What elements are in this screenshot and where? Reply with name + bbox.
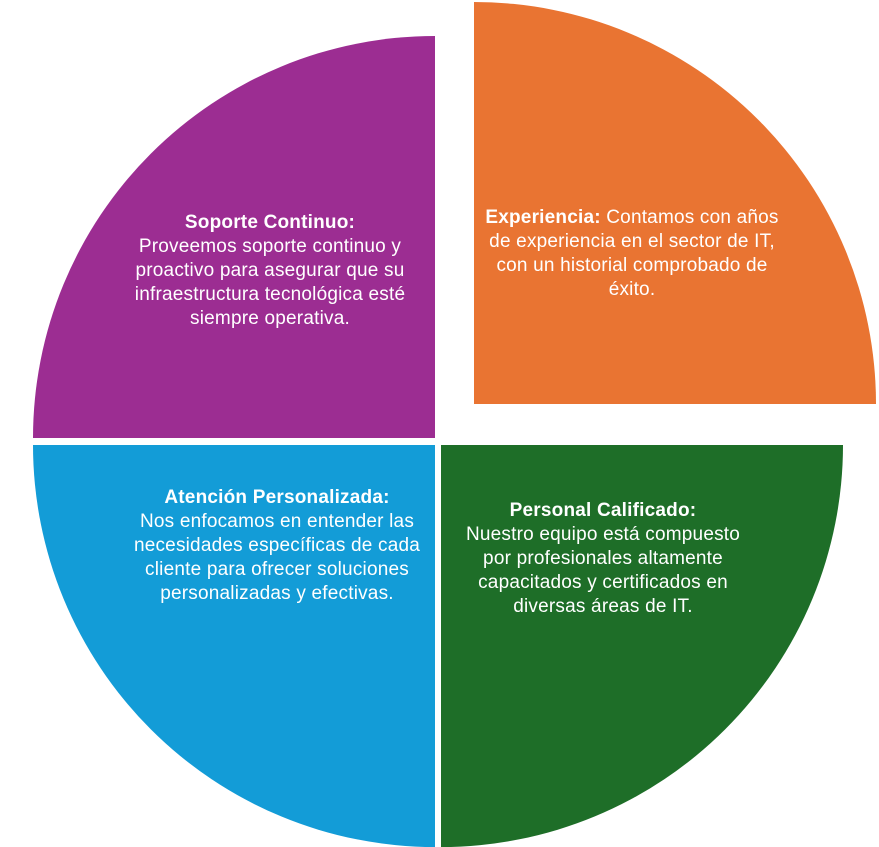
quadrant-atencion-personalizada <box>33 445 435 847</box>
atencion-personalizada-text: Atención Personalizada: Nos enfocamos en… <box>122 486 432 606</box>
atencion-personalizada-title: Atención Personalizada: <box>164 487 390 508</box>
quadrant-personal-calificado <box>441 445 843 847</box>
quadrant-soporte-continuo <box>33 36 435 438</box>
atencion-personalizada-body: Nos enfocamos en entender las necesidade… <box>133 511 421 604</box>
personal-calificado-body: Nuestro equipo está compuesto por profes… <box>465 524 741 617</box>
experiencia-title: Experiencia: <box>485 207 601 228</box>
experiencia-body: Contamos con años de experiencia en el s… <box>489 207 779 300</box>
quadrant-experiencia <box>474 2 876 404</box>
experiencia-text: Experiencia: Contamos con años de experi… <box>482 206 782 302</box>
soporte-continuo-title: Soporte Continuo: <box>184 212 356 233</box>
personal-calificado-text: Personal Calificado: Nuestro equipo está… <box>453 499 753 619</box>
soporte-continuo-text: Soporte Continuo: Proveemos soporte cont… <box>120 211 420 331</box>
soporte-continuo-body: Proveemos soporte continuo y proactivo p… <box>134 236 406 329</box>
personal-calificado-title: Personal Calificado: <box>509 500 697 521</box>
